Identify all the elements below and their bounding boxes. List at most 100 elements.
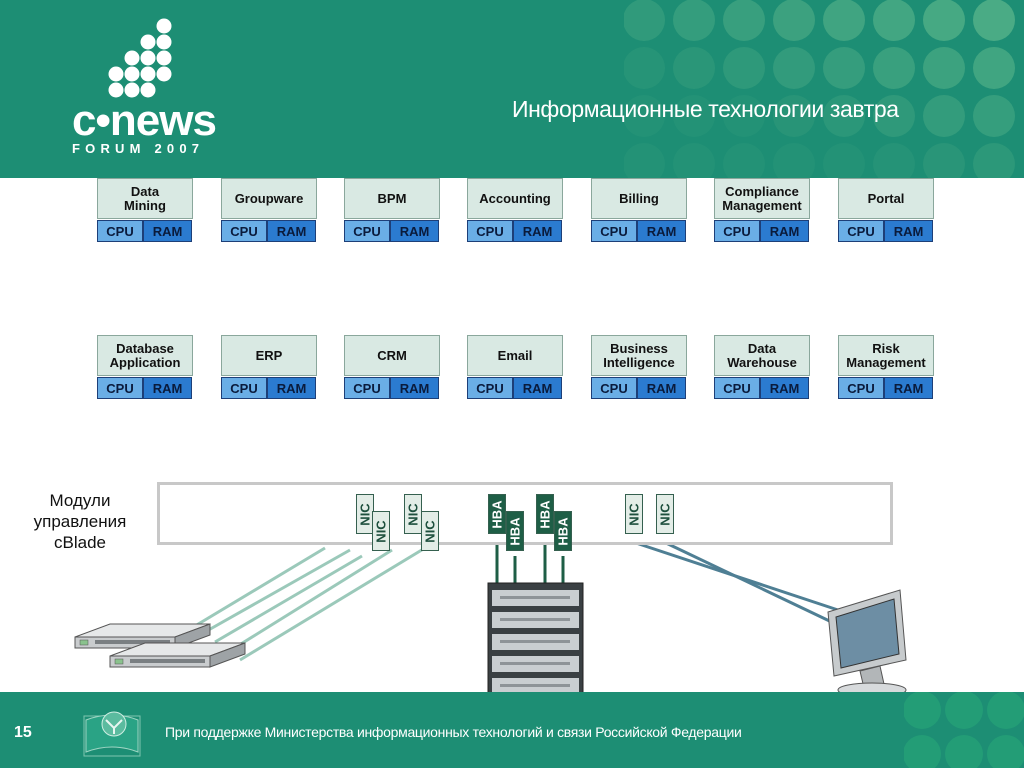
nic-link [204, 548, 351, 634]
decor-dot [987, 735, 1024, 768]
cpu-chip: CPU [97, 377, 143, 399]
decor-dot [823, 0, 865, 41]
ram-chip: RAM [513, 220, 562, 242]
app-module-label: Data Warehouse [714, 335, 810, 376]
decor-dot [723, 95, 765, 137]
network-switch-icon [109, 642, 246, 668]
slide-footer: 15 При поддержке Министерства информацио… [0, 692, 1024, 768]
decor-dot [124, 66, 140, 82]
ram-chip: RAM [637, 220, 686, 242]
decor-dot [973, 0, 1015, 41]
decor-dot [945, 735, 983, 768]
decor-dot [108, 66, 124, 82]
app-module-accounting: Accounting CPU RAM [467, 178, 563, 242]
hba-port: HBA [488, 494, 506, 534]
decor-dot [624, 95, 665, 137]
page-number: 15 [14, 724, 32, 741]
decor-dot [156, 18, 172, 34]
decor-dot [904, 692, 941, 729]
decor-dot [124, 82, 140, 98]
decor-dot [140, 50, 156, 66]
cpu-chip: CPU [344, 377, 390, 399]
cpu-chip: CPU [344, 220, 390, 242]
cpu-chip: CPU [591, 377, 637, 399]
cpu-chip: CPU [838, 377, 884, 399]
decor-dot [823, 143, 865, 178]
decor-dot [124, 50, 140, 66]
ram-chip: RAM [884, 220, 933, 242]
decor-dot [673, 0, 715, 41]
app-module-label: Business Intelligence [591, 335, 687, 376]
slide-title: Информационные технологии завтра [512, 96, 899, 122]
app-module-label: ERP [221, 335, 317, 376]
header-dot-pattern [624, 0, 1015, 178]
decor-dot [873, 0, 915, 41]
decor-dot [108, 82, 124, 98]
decor-dot [873, 143, 915, 178]
ram-chip: RAM [267, 377, 316, 399]
decor-dot [873, 95, 915, 137]
decor-dot [723, 143, 765, 178]
decor-dot [773, 47, 815, 89]
app-module-database-application: Database Application CPU RAM [97, 335, 193, 399]
decor-dot [723, 0, 765, 41]
cpu-chip: CPU [714, 377, 760, 399]
footer-dot-pattern [904, 692, 1024, 768]
decor-dot [973, 47, 1015, 89]
ministry-emblem-icon [83, 711, 141, 757]
app-module-crm: CRM CPU RAM [344, 335, 440, 399]
hba-port: HBA [536, 494, 554, 534]
decor-dot [923, 0, 965, 41]
app-module-billing: Billing CPU RAM [591, 178, 687, 242]
nic-port: NIC [421, 511, 439, 551]
storage-array-icon [487, 582, 584, 702]
app-module-label: CRM [344, 335, 440, 376]
cpu-chip: CPU [591, 220, 637, 242]
nic-link [214, 554, 363, 644]
decor-dot [156, 34, 172, 50]
cpu-chip: CPU [838, 220, 884, 242]
hba-port: HBA [506, 511, 524, 551]
nic-port: NIC [656, 494, 674, 534]
ram-chip: RAM [390, 220, 439, 242]
decor-dot [773, 0, 815, 41]
app-module-groupware: Groupware CPU RAM [221, 178, 317, 242]
decor-dot [945, 692, 983, 729]
decor-dot [156, 66, 172, 82]
slide-header: c•news FORUM 2007 Информационные техноло… [0, 0, 1024, 178]
decor-dot [624, 0, 665, 41]
cpu-chip: CPU [221, 220, 267, 242]
app-module-erp: ERP CPU RAM [221, 335, 317, 399]
decor-dot [904, 735, 941, 768]
decor-dot [973, 143, 1015, 178]
cpu-chip: CPU [97, 220, 143, 242]
decor-dot [140, 82, 156, 98]
app-module-email: Email CPU RAM [467, 335, 563, 399]
decor-dot [673, 95, 715, 137]
cpu-chip: CPU [467, 377, 513, 399]
decor-dot [673, 143, 715, 178]
nic-link [194, 546, 326, 628]
app-module-label: Email [467, 335, 563, 376]
nic-link [227, 548, 393, 654]
decor-dot [823, 47, 865, 89]
blade-label: Модули управления cBlade [33, 491, 127, 552]
app-module-compliance-management: Compliance Management CPU RAM [714, 178, 810, 242]
ram-chip: RAM [637, 377, 686, 399]
blade-chassis [157, 482, 893, 545]
cnews-logo-icon [108, 18, 172, 98]
app-module-label: Groupware [221, 178, 317, 219]
decor-dot [624, 47, 665, 89]
decor-dot [624, 143, 665, 178]
decor-dot [923, 95, 965, 137]
app-module-label: Portal [838, 178, 934, 219]
app-module-bpm: BPM CPU RAM [344, 178, 440, 242]
decor-dot [923, 143, 965, 178]
nic-link [239, 546, 426, 662]
decor-dot [973, 95, 1015, 137]
footer-text: При поддержке Министерства информационны… [165, 724, 742, 740]
ram-chip: RAM [143, 377, 192, 399]
decor-dot [923, 47, 965, 89]
